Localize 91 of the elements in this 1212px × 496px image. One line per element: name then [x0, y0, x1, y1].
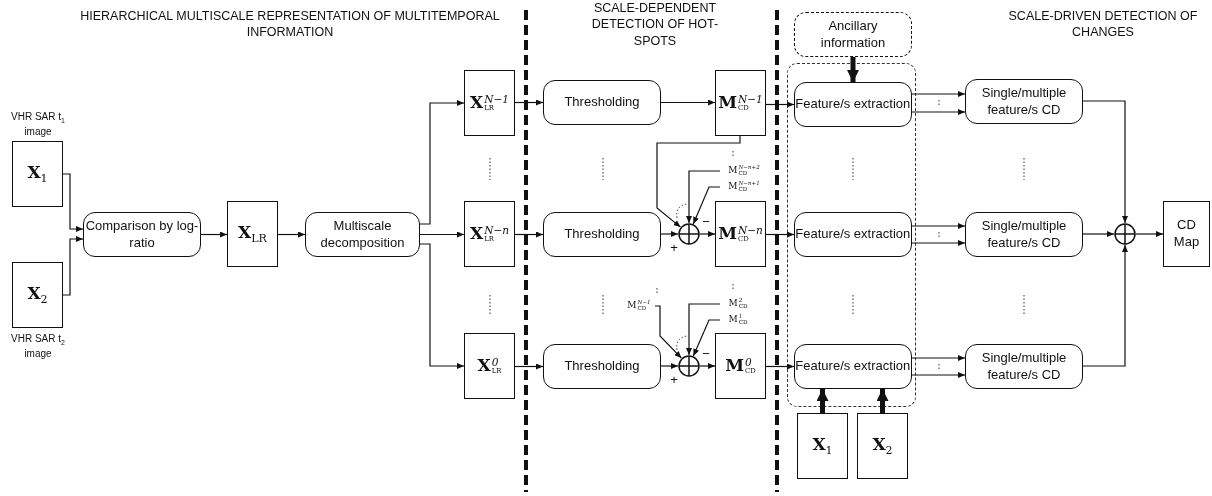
summation-circle [1114, 223, 1136, 245]
math-symbol: X$_{1}$ [812, 435, 833, 457]
section-title: SCALE-DRIVEN DETECTION OF CHANGES [1007, 8, 1199, 41]
dashed-group-box [787, 63, 916, 407]
arrow [419, 231, 465, 238]
arrow [656, 135, 741, 228]
box-label: Ancillary information [819, 17, 887, 52]
box-label: Single/multiple feature/s CD [980, 217, 1068, 252]
arrow [654, 305, 682, 359]
block-box [797, 413, 848, 479]
block-box [857, 413, 908, 479]
dashed-process-box [794, 12, 912, 57]
arrow [686, 170, 721, 224]
sign-label: + [669, 240, 679, 257]
process-box [965, 79, 1083, 124]
arrow [1082, 100, 1128, 224]
box-label: Single/multiple feature/s CD [980, 84, 1068, 119]
block-box [227, 201, 278, 267]
arrow [911, 240, 966, 246]
arrow [419, 100, 465, 225]
summation-circle [678, 355, 700, 377]
block-box [1163, 201, 1210, 267]
section-title: SCALE-DEPENDENT DETECTION OF HOT-SPOTS [590, 0, 720, 49]
block-box [12, 262, 63, 328]
arrow [200, 231, 228, 238]
box-label: Single/multiple feature/s CD [980, 349, 1068, 384]
box-label: Feature/s extraction [795, 357, 911, 375]
arrow [514, 99, 544, 106]
arrow [1082, 244, 1128, 367]
math-symbol: X$_{2}$ [27, 284, 48, 306]
process-box [965, 344, 1083, 389]
caption-text: VHR SAR t$_{2}$ image [10, 332, 66, 361]
arrow [911, 223, 966, 229]
arrow [62, 236, 84, 296]
arrow [911, 355, 966, 361]
arrow [686, 303, 721, 356]
box-label: Comparison by log-ratio [84, 217, 200, 252]
arrow [765, 101, 795, 108]
box-label: Thresholding [564, 358, 640, 375]
arrow [660, 363, 679, 369]
arrow [62, 173, 84, 232]
process-box [543, 212, 661, 257]
arrow [911, 372, 966, 378]
block-box [715, 333, 766, 399]
box-label: Multiscale decomposition [319, 217, 406, 252]
arrow [514, 363, 544, 370]
arrow [514, 231, 544, 238]
box-label: Thresholding [564, 94, 640, 111]
arrow [692, 319, 721, 357]
math-symbol: X$_{LR}$ [238, 223, 267, 245]
box-label: Feature/s extraction [795, 225, 911, 243]
process-box [793, 81, 912, 127]
block-box [464, 70, 515, 136]
box-label: Thresholding [564, 226, 640, 243]
process-box [793, 211, 912, 257]
thick-arrow [816, 389, 829, 413]
sign-label: − [701, 346, 711, 363]
arrow [911, 91, 966, 97]
math-symbol: X$_{2}$ [872, 435, 893, 457]
process-box [305, 212, 420, 257]
box-label: CD Map [1172, 217, 1201, 251]
sign-label: + [669, 372, 679, 389]
arrow [765, 231, 795, 238]
arrow [660, 99, 716, 106]
block-box [12, 141, 63, 207]
sign-label: − [701, 214, 711, 231]
block-box [464, 333, 515, 399]
arrow [699, 363, 716, 369]
math-symbol: X$_{1}$ [27, 163, 48, 185]
arrow [660, 231, 679, 237]
process-box [793, 343, 912, 389]
arrow [699, 231, 716, 237]
block-box [715, 70, 766, 136]
section-title: HIERARCHICAL MULTISCALE REPRESENTATION OF MULTITEMPORAL INFORMATION [80, 8, 500, 41]
caption-text: VHR SAR t$_{1}$ image [10, 110, 66, 139]
process-box [965, 212, 1083, 257]
block-box [715, 201, 766, 267]
arrow [911, 109, 966, 115]
arrow [692, 186, 721, 225]
block-box [464, 201, 515, 267]
process-box [543, 344, 661, 389]
summation-circle [678, 223, 700, 245]
arrow [765, 363, 795, 370]
thick-arrow [847, 57, 859, 82]
arrow [419, 243, 465, 369]
arrow [1135, 231, 1164, 237]
arrow [277, 231, 306, 238]
process-box [543, 80, 661, 125]
box-label: Feature/s extraction [795, 95, 911, 113]
thick-arrow [876, 389, 889, 413]
arrow [1082, 231, 1115, 237]
